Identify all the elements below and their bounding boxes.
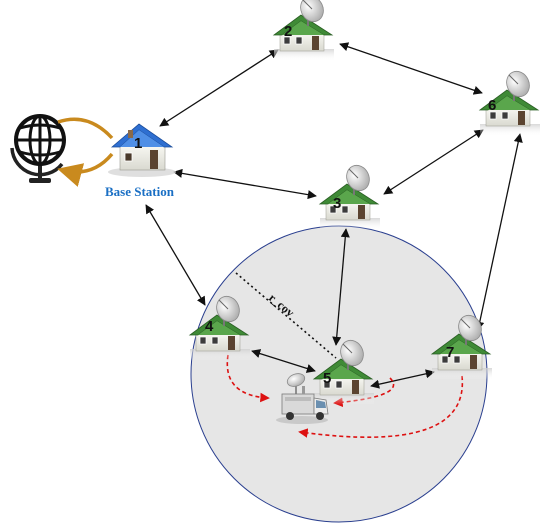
node-4 xyxy=(188,295,250,361)
link-1-2 xyxy=(159,49,279,127)
node-1-base-station xyxy=(108,123,176,177)
node-7-label: 7 xyxy=(446,344,454,361)
link-1-3 xyxy=(173,168,317,200)
link-5-7 xyxy=(370,369,435,389)
flow-7-to-vehicle xyxy=(298,375,464,438)
node-1-label: 1 xyxy=(134,135,142,152)
node-6 xyxy=(478,70,540,136)
base-station-label: Base Station xyxy=(105,184,175,199)
link-3-5 xyxy=(332,228,350,346)
node-4-label: 4 xyxy=(205,318,214,335)
link-4-5 xyxy=(251,349,316,373)
globe-icon xyxy=(10,114,66,183)
link-3-6 xyxy=(383,129,484,195)
coverage-radius-line xyxy=(235,272,337,359)
node-2-label: 2 xyxy=(284,23,292,40)
node-6-label: 6 xyxy=(488,97,496,114)
link-6-7 xyxy=(475,133,523,331)
node-7 xyxy=(430,314,492,380)
link-2-6 xyxy=(339,42,483,95)
link-1-4 xyxy=(145,204,206,306)
node-3-label: 3 xyxy=(333,195,341,212)
node-5 xyxy=(312,339,374,405)
node-5-label: 5 xyxy=(323,370,331,387)
globe-uplink-arrows xyxy=(57,117,114,187)
node-2 xyxy=(272,0,334,61)
links xyxy=(145,42,523,389)
node-3 xyxy=(318,164,380,230)
satellite-truck-icon xyxy=(276,373,329,424)
